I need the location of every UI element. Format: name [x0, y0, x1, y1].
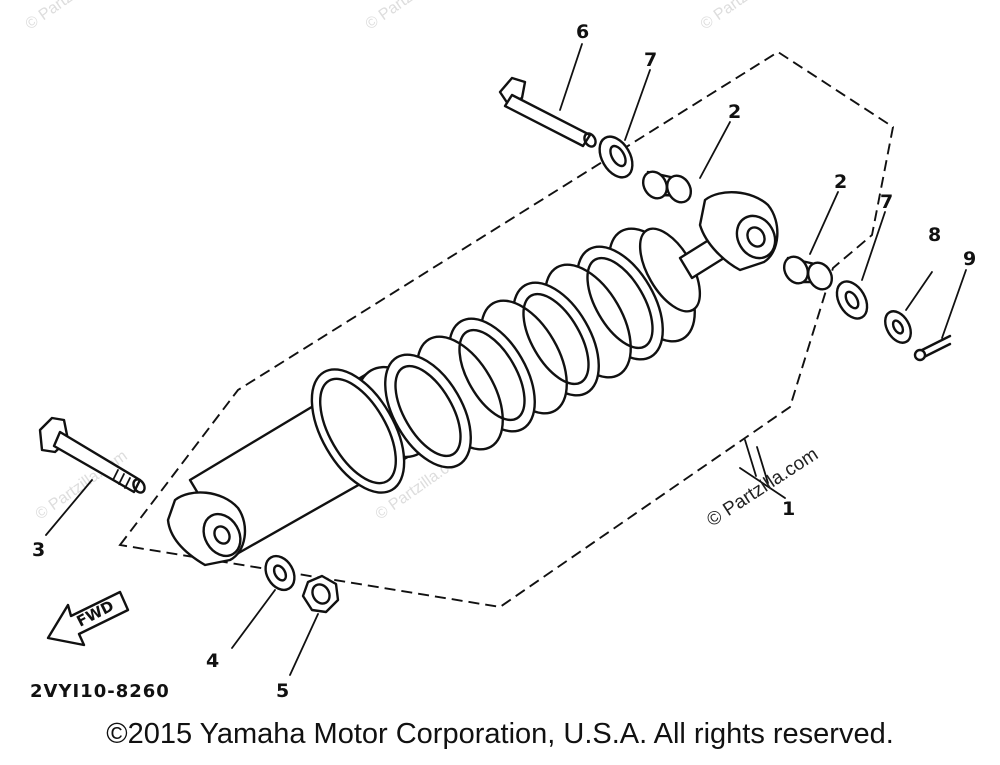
assembly-outline	[118, 50, 895, 608]
copyright-notice: ©2015 Yamaha Motor Corporation, U.S.A. A…	[106, 718, 894, 750]
upper-bushing	[641, 170, 693, 204]
callout-9: 9	[963, 248, 976, 270]
faint-watermark: © Partzilla.com	[363, 0, 461, 33]
callout-6: 6	[576, 21, 589, 43]
lower-nut	[301, 574, 340, 614]
leader-lines	[45, 43, 967, 676]
faint-watermark: © Partzilla.com	[698, 0, 796, 33]
callout-3: 3	[32, 539, 45, 561]
rear-shock-diagram: © Partzilla.com © Partzilla.com © Partzi…	[23, 0, 977, 702]
lower-right-bushing	[782, 255, 834, 291]
cotter-pin	[913, 334, 952, 362]
callout-1: 1	[782, 498, 795, 520]
upper-bolt	[498, 76, 597, 148]
partzilla-watermark: © Partzilla.com	[703, 444, 822, 531]
callout-7-upper: 7	[644, 49, 657, 71]
plain-washer	[884, 310, 912, 344]
drawing-code: 2VYI10-8260	[30, 681, 170, 702]
callout-7-right: 7	[880, 191, 893, 213]
upper-washer	[598, 135, 634, 179]
callout-4: 4	[206, 650, 219, 672]
callout-8: 8	[928, 224, 941, 246]
faint-watermark: © Partzilla.com	[23, 0, 121, 33]
fwd-arrow-icon: FWD	[46, 590, 130, 647]
lower-washer	[264, 554, 296, 592]
right-washer	[835, 280, 869, 320]
callout-2-upper: 2	[728, 101, 741, 123]
callout-numbers: 6 7 2 2 7 8 9 1 3 4 5	[32, 21, 976, 702]
lower-bolt	[38, 416, 146, 494]
callout-5: 5	[276, 680, 289, 702]
shock-absorber	[166, 191, 779, 567]
callout-2-right: 2	[834, 171, 847, 193]
